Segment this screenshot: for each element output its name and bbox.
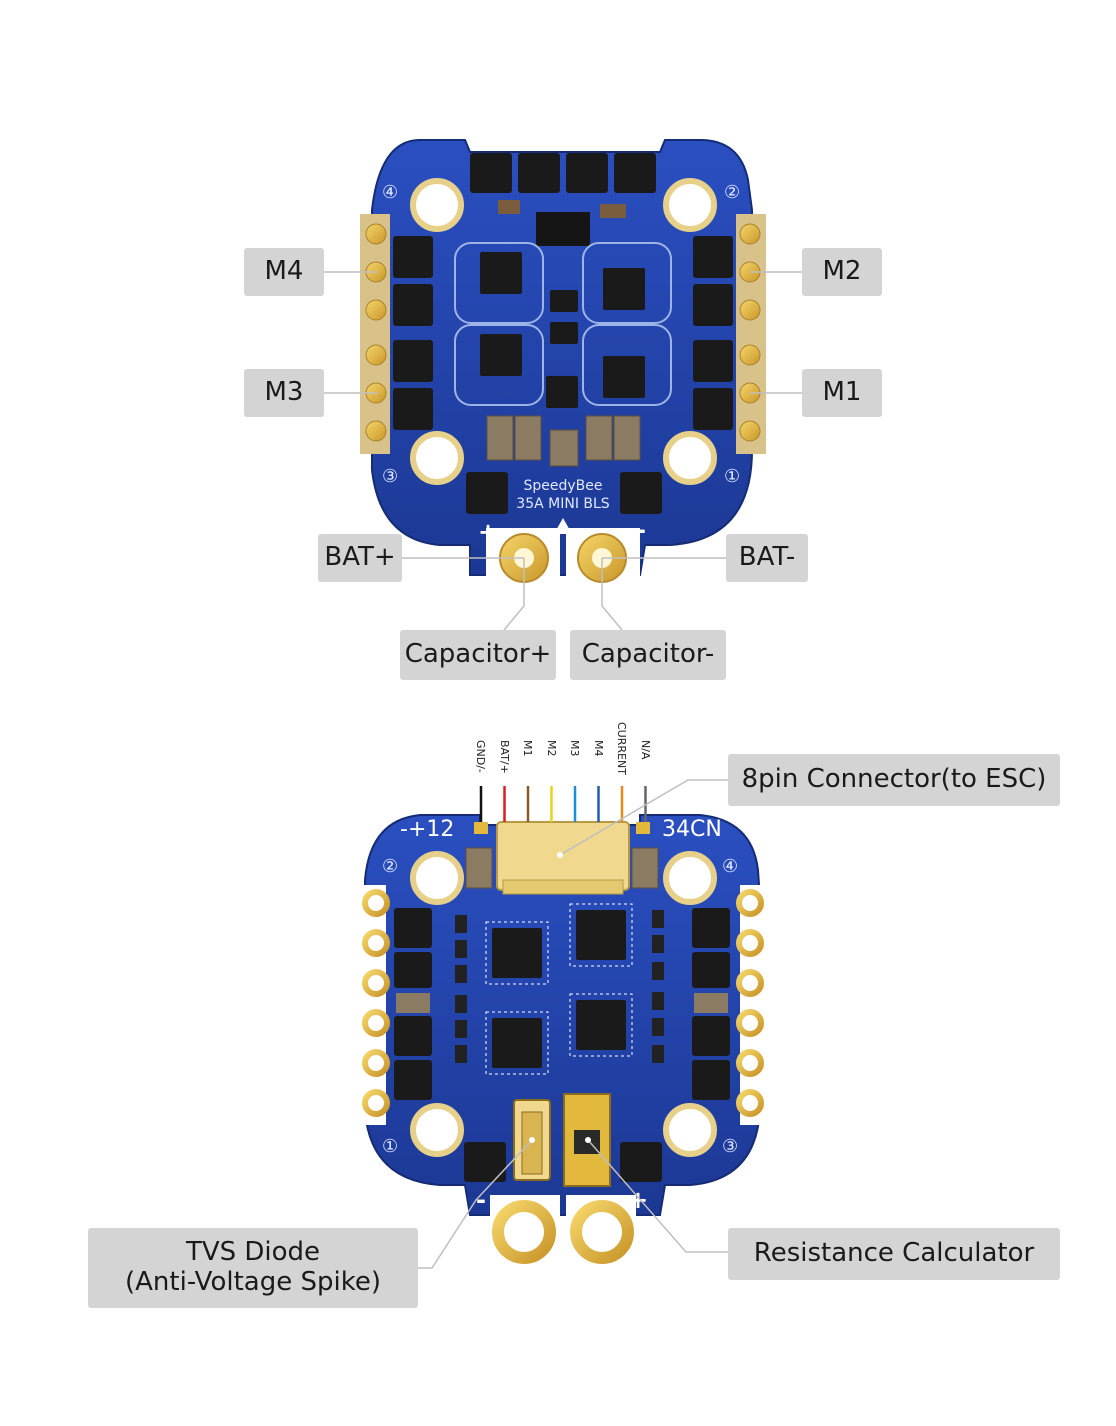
label-m4: M4 <box>244 248 324 296</box>
bottom-battery-pads <box>490 1195 636 1264</box>
top-right-pads <box>736 214 766 454</box>
label-8pin-connector: 8pin Connector(to ESC) <box>728 754 1060 806</box>
label-bat-plus: BAT+ <box>318 534 402 582</box>
bottom-resistors <box>455 910 664 1063</box>
top-pcb <box>371 139 753 576</box>
bottom-right-pads <box>736 885 768 1125</box>
bottom-leader-lines <box>418 779 728 1269</box>
bottom-mount-holes <box>410 851 717 1157</box>
top-silk-corner-3: ③ <box>382 466 398 487</box>
bottom-silk-plus: + <box>628 1186 648 1214</box>
label-m2: M2 <box>802 248 882 296</box>
label-tvs-line2: (Anti-Voltage Spike) <box>125 1267 381 1297</box>
top-silk-brand: SpeedyBee <box>523 478 602 494</box>
top-mount-holes <box>410 178 717 485</box>
top-left-pads <box>360 214 390 454</box>
bottom-silk-corner-1: ① <box>382 1136 398 1157</box>
top-silk-model: 35A MINI BLS <box>516 496 610 512</box>
bottom-silk-minus: - <box>476 1186 486 1214</box>
top-board: ④ ② ③ ① SpeedyBee 35A MINI BLS + - <box>360 139 766 583</box>
top-silk-corner-2: ② <box>724 182 740 203</box>
top-mcu-outlines <box>454 242 672 406</box>
top-side-mosfets <box>393 236 733 514</box>
bottom-silk-left: -+12 <box>400 817 454 842</box>
top-regulator <box>536 212 590 246</box>
pin-label-4: M3 <box>568 740 581 757</box>
top-mosfets-row <box>470 153 656 193</box>
bottom-silk-corner-4: ④ <box>722 856 738 877</box>
label-resistance-calculator: Resistance Calculator <box>728 1228 1060 1280</box>
bottom-chips <box>492 910 626 1068</box>
bottom-cap-right <box>694 993 728 1013</box>
top-silk-minus: - <box>636 516 646 544</box>
pin-label-6: CURRENT <box>615 722 628 775</box>
label-m1: M1 <box>802 369 882 417</box>
top-arrow-icon <box>554 518 572 534</box>
top-silk-corner-4: ④ <box>382 182 398 203</box>
tvs-dot <box>529 1137 535 1143</box>
resistance-dot <box>585 1137 591 1143</box>
pin-wires <box>479 786 647 822</box>
top-mcus <box>480 252 645 408</box>
label-capacitor-minus: Capacitor- <box>570 630 726 680</box>
pin-label-3: M2 <box>544 740 558 757</box>
bottom-silk-corner-3: ③ <box>722 1136 738 1157</box>
pin-label-0: GND/- <box>474 740 487 773</box>
pin-label-2: M1 <box>521 740 534 757</box>
pin-label-5: M4 <box>591 740 605 757</box>
label-capacitor-plus: Capacitor+ <box>400 630 556 680</box>
bottom-side-mosfets <box>394 908 730 1182</box>
bottom-left-pads <box>358 885 390 1125</box>
top-capacitors <box>486 415 641 467</box>
pin-label-7: N/A <box>638 740 652 760</box>
bottom-silk-right: 34CN <box>662 817 722 842</box>
bottom-cap-left <box>396 993 430 1013</box>
top-cap-small <box>498 200 520 214</box>
top-cap-small-2 <box>600 204 626 218</box>
bottom-8pin-connector <box>465 821 659 895</box>
top-silk-plus: + <box>478 518 498 546</box>
bottom-chip-outlines <box>485 903 633 1075</box>
label-m3: M3 <box>244 369 324 417</box>
label-bat-minus: BAT- <box>726 534 808 582</box>
connector-dot <box>557 852 563 858</box>
top-leader-lines <box>324 271 802 631</box>
pin-label-1: BAT/+ <box>497 740 511 774</box>
bottom-board: -+12 34CN ② ④ ① ③ - + <box>358 814 768 1264</box>
top-silk-corner-1: ① <box>724 466 740 487</box>
label-tvs-line1: TVS Diode <box>185 1237 321 1268</box>
bottom-silk-corner-2: ② <box>382 856 398 877</box>
label-tvs-diode: TVS Diode (Anti-Voltage Spike) <box>88 1228 418 1308</box>
